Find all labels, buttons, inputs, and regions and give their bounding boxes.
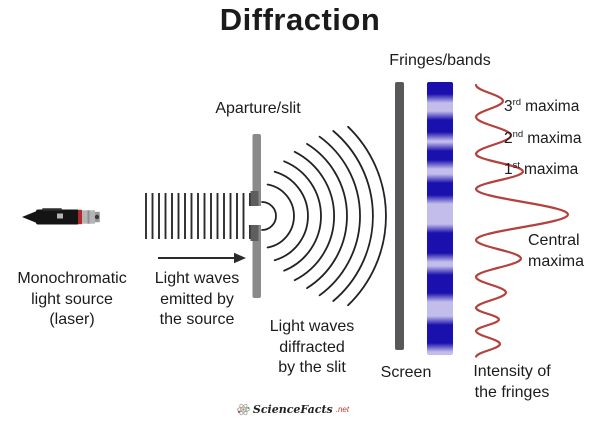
screen-bar bbox=[395, 82, 404, 350]
brand-logo: ScienceFacts.net bbox=[237, 402, 349, 417]
laser-aperture-hole bbox=[94, 214, 100, 220]
brand-text: ScienceFacts bbox=[252, 403, 333, 416]
label-intensity: Intensity of the fringes bbox=[473, 363, 551, 401]
atom-icon bbox=[237, 403, 250, 416]
brand-tld: .net bbox=[335, 405, 350, 414]
label-central-maxima: Central maxima bbox=[528, 232, 585, 270]
maxima-number: 3 bbox=[504, 98, 513, 115]
maxima-word: maxima bbox=[524, 161, 579, 178]
ordinal-suffix: st bbox=[512, 160, 521, 171]
intensity-curve bbox=[474, 83, 570, 358]
label-screen: Screen bbox=[380, 364, 432, 381]
slit-barrier bbox=[249, 134, 263, 298]
ordinal-suffix: nd bbox=[512, 129, 524, 140]
slit-gap bbox=[249, 206, 263, 225]
laser-red-ring bbox=[78, 209, 82, 225]
laser-label-dot bbox=[57, 213, 63, 219]
label-light-source: Monochromatic light source (laser) bbox=[17, 270, 127, 328]
maxima-word: maxima bbox=[527, 130, 582, 147]
laser-metal-stripe bbox=[87, 210, 90, 224]
label-waves-diffracted: Light waves diffracted by the slit bbox=[269, 318, 355, 376]
maxima-word: maxima bbox=[525, 98, 580, 115]
slit-upper-jaw bbox=[250, 191, 259, 206]
ordinal-suffix: rd bbox=[512, 97, 522, 108]
laser-pointer-illustration bbox=[22, 208, 100, 225]
plane-wave-lines bbox=[145, 193, 251, 239]
maxima-number: 1 bbox=[504, 161, 513, 178]
fringe-pattern bbox=[427, 82, 453, 355]
slit-lower-jaw bbox=[250, 225, 259, 241]
page-title: Diffraction bbox=[219, 2, 381, 37]
right-arrow-icon bbox=[158, 252, 246, 264]
label-waves-emitted: Light waves emitted by the source bbox=[154, 270, 240, 328]
maxima-number: 2 bbox=[504, 130, 513, 147]
diffracted-wave-arcs bbox=[261, 125, 387, 307]
label-fringes-bands: Fringes/bands bbox=[389, 52, 491, 69]
laser-clip bbox=[42, 208, 62, 211]
label-aperture-slit: Aparture/slit bbox=[215, 100, 301, 117]
laser-tip-point bbox=[22, 210, 38, 224]
